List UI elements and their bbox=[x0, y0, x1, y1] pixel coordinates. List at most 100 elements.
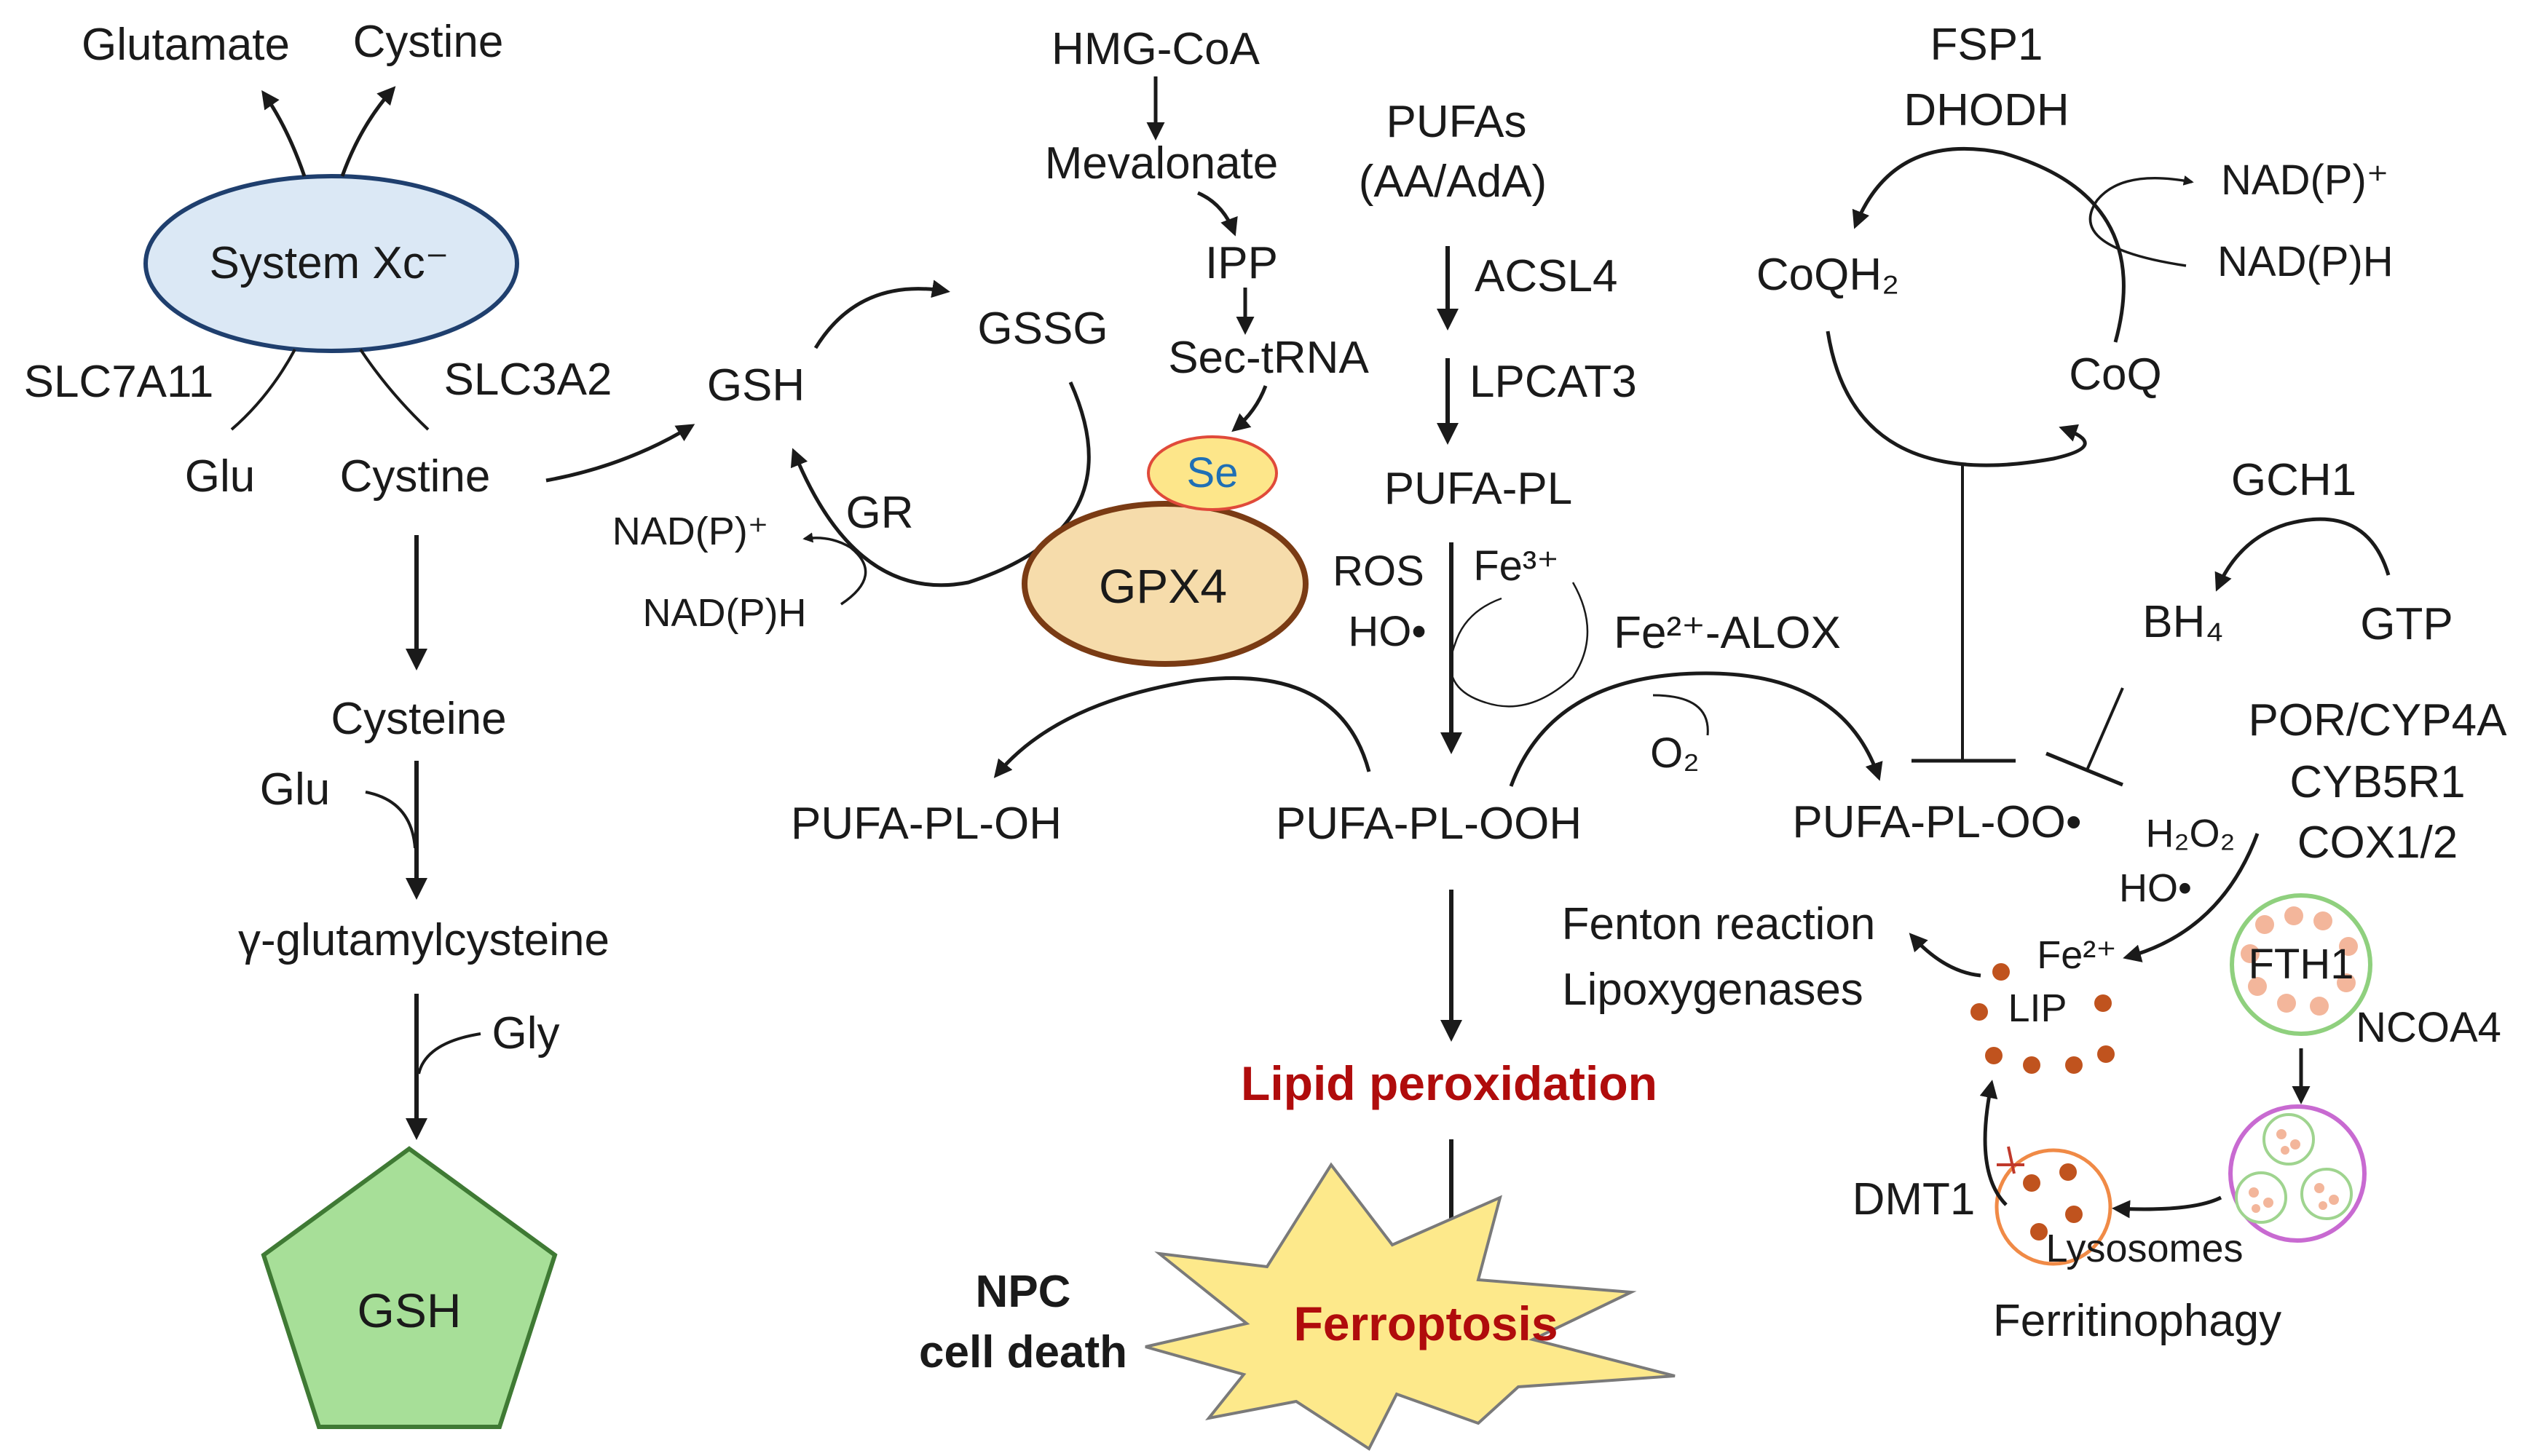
lip-dot bbox=[1970, 1003, 1988, 1021]
gssg-label: GSSG bbox=[977, 304, 1108, 354]
arrow-cyp-to-lip bbox=[2123, 833, 2260, 962]
lip-fe2-label: Fe²⁺ bbox=[2037, 933, 2117, 977]
lip-dot bbox=[1992, 963, 2010, 981]
lysosome-dot bbox=[2065, 1206, 2083, 1223]
slc3a2-label: SLC3A2 bbox=[443, 355, 612, 405]
slc7a11-label: SLC7A11 bbox=[23, 357, 214, 407]
autophagosome-inner bbox=[2300, 1168, 2353, 1220]
fsp1-nadp-plus-label: NAD(P)⁺ bbox=[2221, 157, 2389, 204]
gly-label: Gly bbox=[492, 1008, 560, 1059]
nadph-to-nadp-curve bbox=[2088, 175, 2194, 267]
se-ellipse bbox=[1147, 435, 1278, 511]
cystine-in-label: Cystine bbox=[339, 451, 491, 502]
arrow-ooh-to-oo bbox=[1509, 671, 1883, 787]
lysosome-dot bbox=[2030, 1223, 2048, 1241]
arrow-sectrna-to-se bbox=[1231, 385, 1268, 432]
fth1-label: FTH1 bbox=[2248, 941, 2354, 988]
o2-curve bbox=[1652, 694, 1709, 736]
lip-dot bbox=[2023, 1056, 2040, 1074]
hmg-coa-label: HMG-CoA bbox=[1052, 24, 1260, 74]
lipid-peroxidation-label: Lipid peroxidation bbox=[1241, 1056, 1657, 1110]
arrow-ooh-to-oh bbox=[993, 676, 1371, 778]
gly-join-curve bbox=[417, 1032, 481, 1075]
arrow-cystine-out bbox=[340, 86, 396, 177]
arrow-mevalonate-to-ipp bbox=[1196, 191, 1238, 237]
arrow-gssg-to-gsh bbox=[790, 381, 1091, 587]
ho-radical-label: HO• bbox=[1348, 608, 1427, 655]
system-xc-ellipse bbox=[143, 174, 519, 353]
iron-group bbox=[1909, 833, 2372, 1266]
gpx4-ellipse bbox=[1022, 501, 1309, 667]
fe2-alox-label: Fe²⁺-ALOX bbox=[1614, 608, 1841, 658]
fenton-reaction-label: Fenton reaction bbox=[1561, 899, 1876, 949]
slc3a2-stalk bbox=[359, 348, 430, 431]
nadp-plus-label: NAD(P)⁺ bbox=[612, 510, 769, 553]
glu-label: Glu bbox=[184, 451, 256, 502]
cystine-out-label: Cystine bbox=[352, 17, 504, 67]
arrow-lip-to-fenton bbox=[1909, 933, 1981, 978]
arrow-coq-to-coqh2 bbox=[1852, 146, 2126, 343]
ferritinophagy-label: Ferritinophagy bbox=[1992, 1296, 2282, 1346]
system-xc-group bbox=[143, 86, 695, 1429]
cyb5r1-label: CYB5R1 bbox=[2289, 757, 2466, 807]
pufa-pl-label: PUFA-PL bbox=[1384, 464, 1573, 514]
system-xc-label: System Xc⁻ bbox=[209, 238, 449, 288]
dmt1-label: DMT1 bbox=[1852, 1174, 1976, 1224]
fth1-dots bbox=[2241, 906, 2358, 1016]
lysosomes-label: Lysosomes bbox=[2045, 1227, 2244, 1270]
lip-dot bbox=[2094, 994, 2112, 1012]
ros-label: ROS bbox=[1333, 547, 1424, 595]
mevalonate-group bbox=[993, 76, 1371, 778]
fsp1-group bbox=[1826, 146, 2194, 763]
autophagosome-inner bbox=[2262, 1113, 2315, 1166]
gsh-cycle-group bbox=[790, 280, 1091, 606]
arrow-coqh2-to-coq bbox=[1826, 331, 2087, 467]
gtp-label: GTP bbox=[2360, 599, 2453, 649]
gamma-glutamylcysteine-label: γ-glutamylcysteine bbox=[238, 915, 609, 965]
nadph-label: NAD(P)H bbox=[642, 591, 807, 635]
fe-cycle-curve bbox=[1449, 582, 1589, 708]
ncoa4-label: NCOA4 bbox=[2356, 1004, 2501, 1051]
inhibit-bh4-bar bbox=[2045, 751, 2123, 787]
coqh2-label: CoQH₂ bbox=[1756, 250, 1900, 300]
pufa-pl-ooh-label: PUFA-PL-OOH bbox=[1275, 799, 1582, 849]
gsh-pentagon bbox=[261, 1146, 558, 1429]
mevalonate-label: Mevalonate bbox=[1044, 138, 1279, 189]
fsp1-nadph-label: NAD(P)H bbox=[2217, 238, 2394, 285]
lipoxygenases-label: Lipoxygenases bbox=[1562, 965, 1863, 1015]
arrow-vesicle-to-lysosome bbox=[2112, 1195, 2222, 1219]
pufa-pl-oo-label: PUFA-PL-OO• bbox=[1792, 797, 2082, 847]
ferroptosis-label: Ferroptosis bbox=[1293, 1297, 1558, 1350]
bh4-label: BH₄ bbox=[2142, 597, 2224, 647]
por-cyp4a-label: POR/CYP4A bbox=[2248, 695, 2507, 745]
arrow-glutamate-out bbox=[261, 90, 307, 177]
lip-dot bbox=[2097, 1045, 2115, 1063]
aa-ada-label: (AA/AdA) bbox=[1358, 157, 1547, 207]
sec-trna-label: Sec-tRNA bbox=[1168, 333, 1369, 383]
nadph-curve bbox=[802, 532, 867, 606]
iron-ho-radical-label: HO• bbox=[2119, 866, 2192, 910]
ferroptosis-star bbox=[1145, 1162, 1676, 1451]
lip-label: LIP bbox=[2008, 986, 2067, 1030]
cysteine-label: Cysteine bbox=[331, 694, 507, 744]
lysosome-dot bbox=[2059, 1163, 2077, 1181]
inhibit-bh4-stalk bbox=[2085, 687, 2124, 772]
lip-dot bbox=[2065, 1056, 2083, 1074]
slc7a11-stalk bbox=[230, 349, 296, 431]
dhodh-label: DHODH bbox=[1903, 85, 2070, 135]
se-label: Se bbox=[1186, 449, 1239, 496]
dmt1-mark bbox=[2007, 1146, 2016, 1174]
gpx4-label: GPX4 bbox=[1098, 559, 1228, 613]
npc-line1-label: NPC bbox=[975, 1267, 1071, 1317]
lysosome-dot bbox=[2023, 1174, 2040, 1192]
npc-line2-label: cell death bbox=[919, 1327, 1127, 1377]
glu-join-curve bbox=[365, 791, 417, 849]
gsh-product-label: GSH bbox=[357, 1283, 462, 1337]
fsp1-label: FSP1 bbox=[1930, 20, 2043, 70]
gsh-label: GSH bbox=[706, 360, 805, 411]
h2o2-label: H₂O₂ bbox=[2145, 812, 2236, 855]
lip-dot bbox=[1985, 1047, 2003, 1064]
glutamate-label: Glutamate bbox=[81, 20, 291, 70]
o2-label: O₂ bbox=[1650, 729, 1700, 777]
